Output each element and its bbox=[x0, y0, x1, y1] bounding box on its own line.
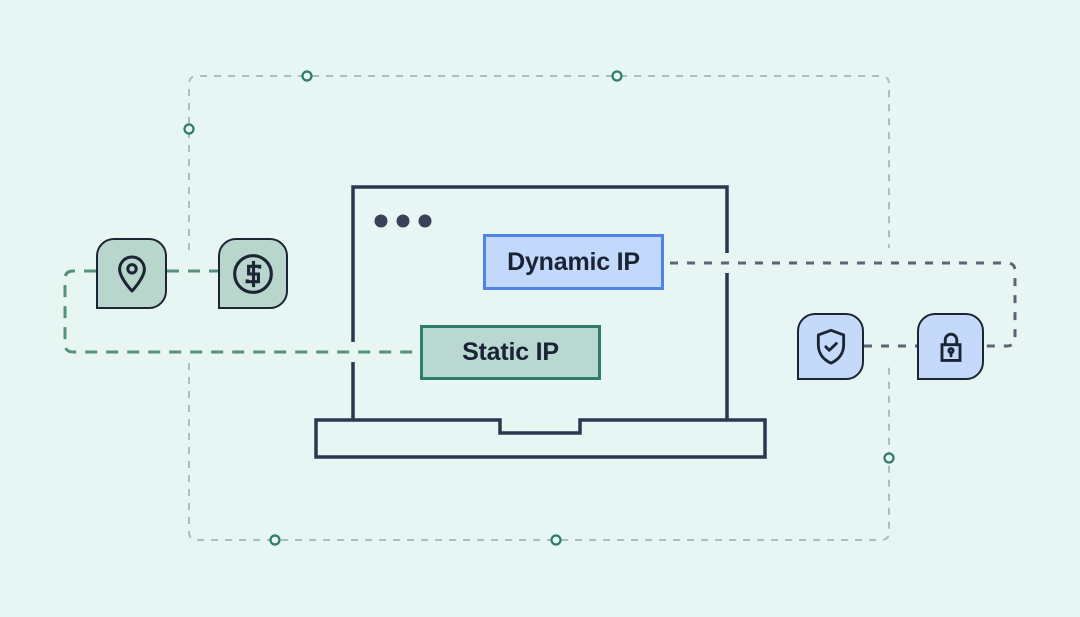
shield-check-icon bbox=[816, 328, 845, 365]
location-pin-icon bbox=[117, 255, 146, 292]
shield-check-tile bbox=[797, 313, 864, 380]
location-pin-tile bbox=[96, 238, 167, 309]
padlock-tile bbox=[917, 313, 984, 380]
frame-node bbox=[611, 70, 623, 82]
dollar-coin-tile bbox=[218, 238, 288, 309]
frame-node bbox=[269, 534, 281, 546]
static-ip-label: Static IP bbox=[420, 325, 601, 380]
dollar-coin-icon bbox=[233, 253, 273, 294]
static-ip-text: Static IP bbox=[462, 338, 559, 366]
window-dot bbox=[374, 214, 388, 228]
dashed-frame-upper bbox=[188, 75, 890, 250]
slate-connector-main bbox=[670, 261, 1017, 348]
frame-node bbox=[550, 534, 562, 546]
window-dot bbox=[396, 214, 410, 228]
laptop-base bbox=[314, 418, 767, 459]
dynamic-ip-text: Dynamic IP bbox=[507, 247, 640, 276]
window-dot bbox=[418, 214, 432, 228]
dynamic-ip-label: Dynamic IP bbox=[483, 234, 664, 290]
laptop-screen-outline bbox=[351, 185, 729, 420]
frame-node bbox=[301, 70, 313, 82]
frame-node bbox=[883, 452, 895, 464]
padlock-icon bbox=[940, 332, 961, 362]
dashed-frame-lower bbox=[188, 362, 890, 541]
frame-node bbox=[183, 123, 195, 135]
green-connector-main bbox=[63, 269, 420, 354]
